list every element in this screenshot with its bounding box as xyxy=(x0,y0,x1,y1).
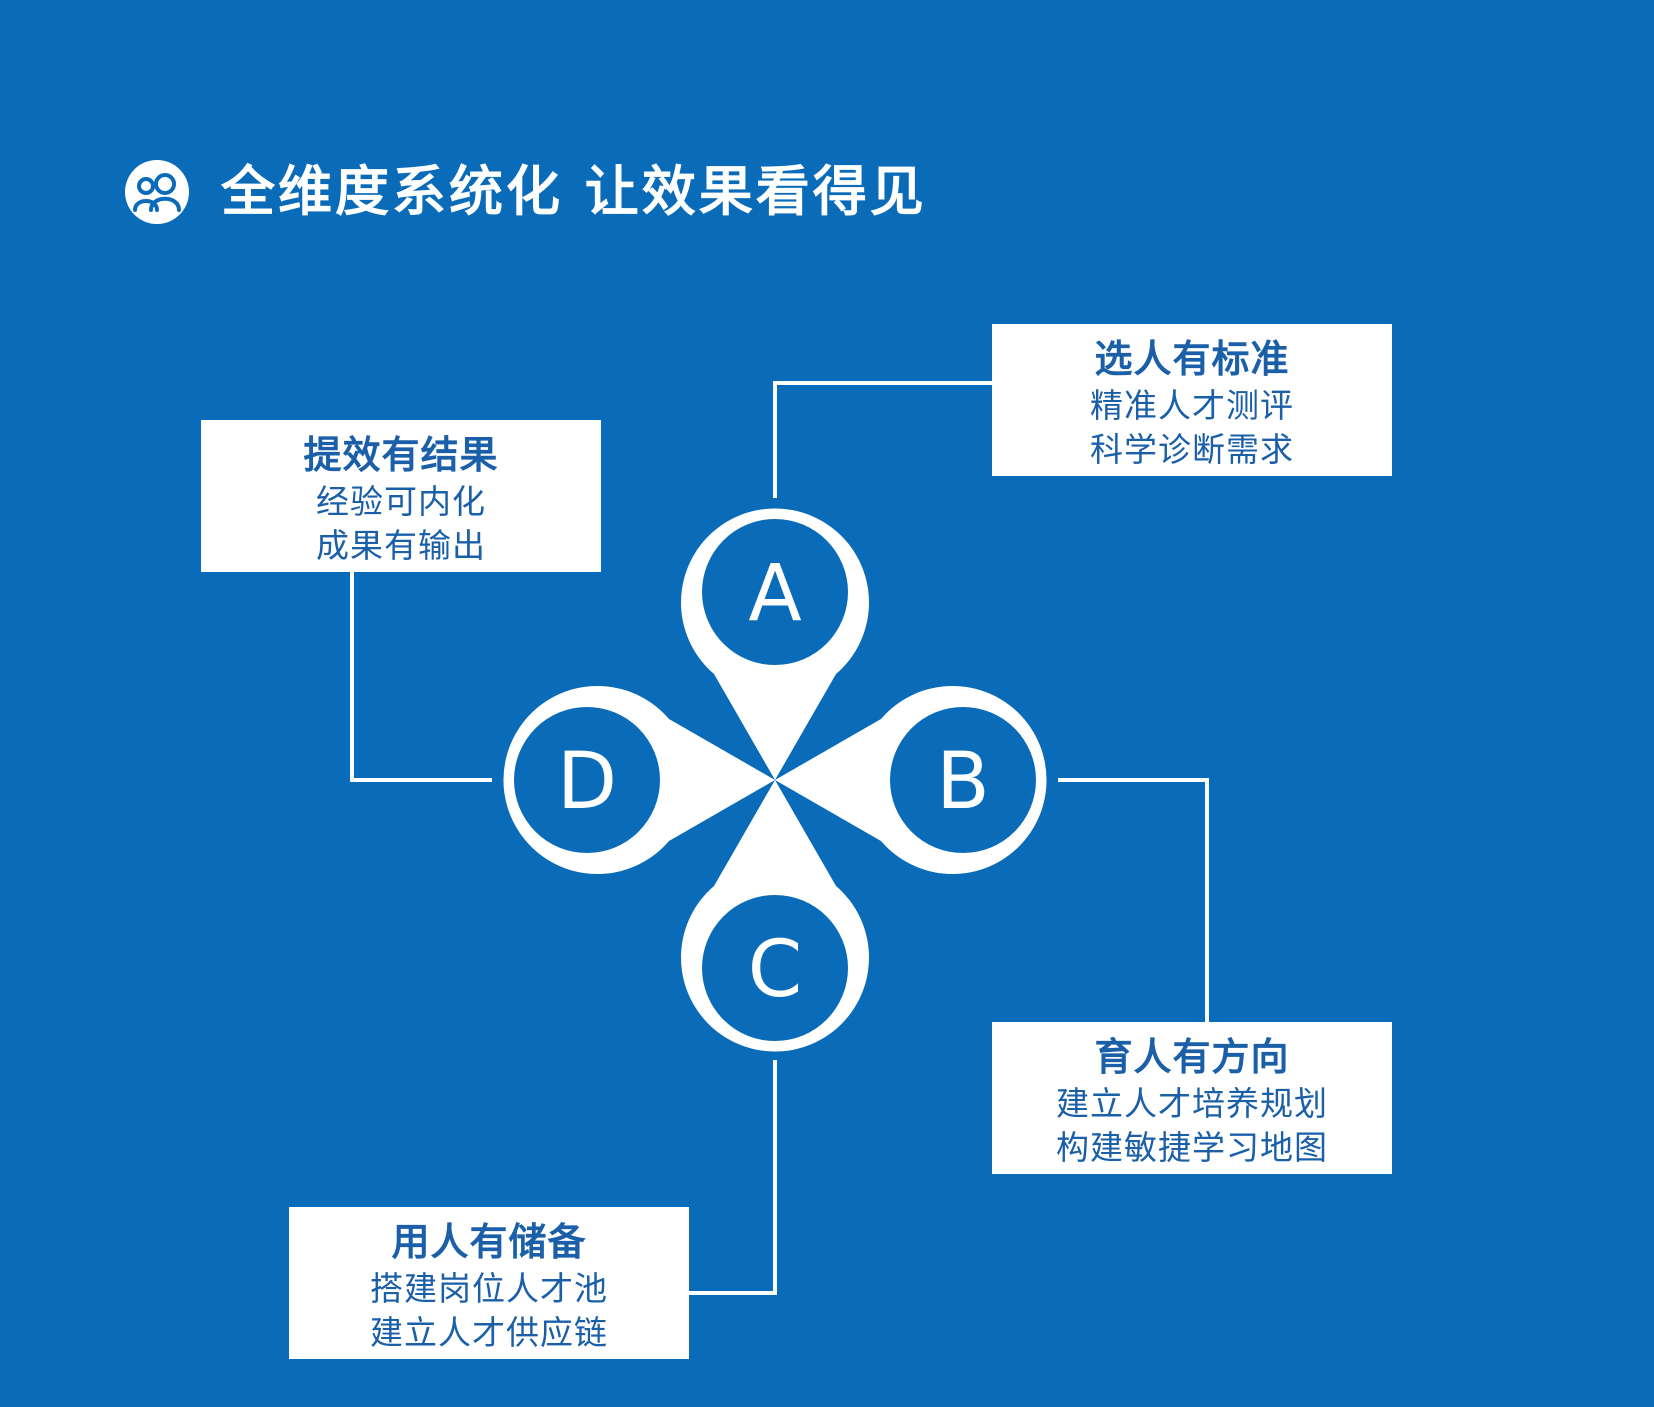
petal-d: D xyxy=(503,685,775,874)
card-d-line-1: 经验可内化 xyxy=(316,482,486,521)
card-d: 提效有结果 经验可内化 成果有输出 xyxy=(201,420,601,572)
card-a-line-1: 精准人才测评 xyxy=(1090,386,1294,425)
card-a: 选人有标准 精准人才测评 科学诊断需求 xyxy=(992,324,1392,476)
petal-c: C xyxy=(681,780,869,1052)
card-c-line-1: 搭建岗位人才池 xyxy=(370,1269,608,1308)
connector-a xyxy=(773,381,992,498)
connector-c xyxy=(689,1060,777,1295)
card-a-title: 选人有标准 xyxy=(1094,337,1290,381)
people-group-icon xyxy=(125,160,189,224)
card-d-title: 提效有结果 xyxy=(303,433,499,477)
card-c: 用人有储备 搭建岗位人才池 建立人才供应链 xyxy=(289,1207,689,1359)
petal-letter-b: B xyxy=(936,737,990,827)
card-b-line-2: 构建敏捷学习地图 xyxy=(1056,1128,1328,1167)
card-d-line-2: 成果有输出 xyxy=(316,526,486,565)
petal-b: B xyxy=(775,685,1047,874)
card-b-line-1: 建立人才培养规划 xyxy=(1056,1084,1328,1123)
petal-letter-c: C xyxy=(748,925,802,1015)
petal-letter-d: D xyxy=(557,737,617,827)
card-c-line-2: 建立人才供应链 xyxy=(370,1313,608,1352)
header: 全维度系统化 让效果看得见 xyxy=(125,160,927,224)
petal-a: A xyxy=(681,508,869,780)
card-b-title: 育人有方向 xyxy=(1094,1035,1290,1079)
card-b: 育人有方向 建立人才培养规划 构建敏捷学习地图 xyxy=(992,1022,1392,1174)
page-title: 全维度系统化 让效果看得见 xyxy=(221,160,927,223)
petal-letter-a: A xyxy=(748,549,801,639)
connector-b xyxy=(1058,778,1209,1022)
card-c-title: 用人有储备 xyxy=(391,1220,587,1264)
connector-d xyxy=(350,570,492,782)
card-a-line-2: 科学诊断需求 xyxy=(1090,430,1294,469)
